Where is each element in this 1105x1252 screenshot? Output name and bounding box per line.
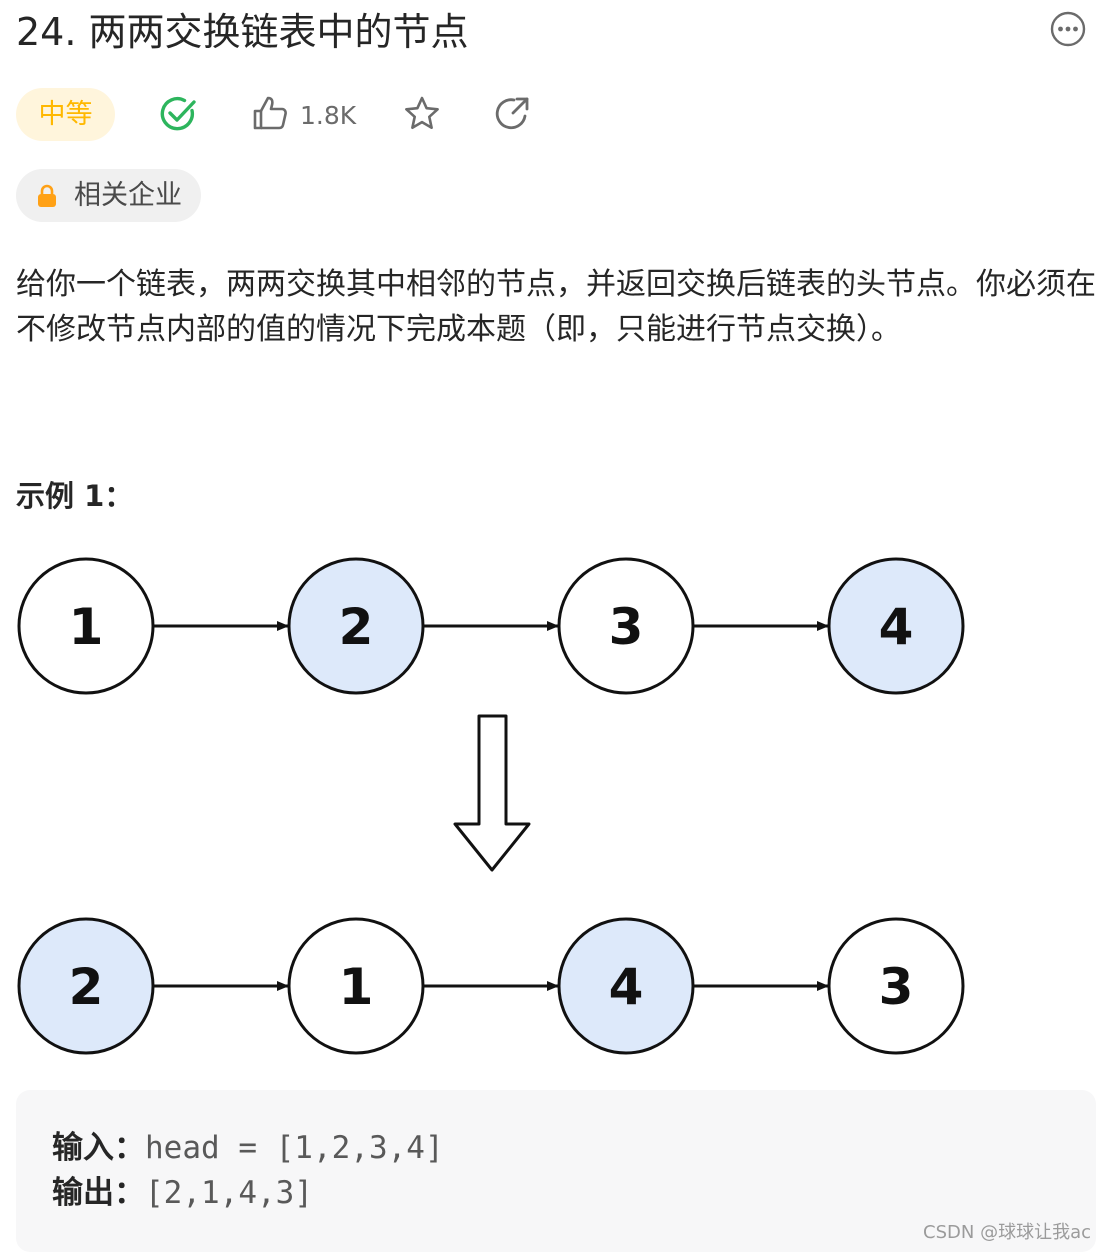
input-value: head = [1,2,3,4] (145, 1130, 444, 1166)
after-node-label: 4 (609, 958, 644, 1016)
after-list: 2 1 4 3 (17, 917, 965, 1055)
before-node-label: 1 (69, 598, 104, 656)
output-label: 输出： (52, 1175, 145, 1211)
likes-count: 1.8K (300, 101, 357, 130)
before-node-label: 2 (339, 598, 374, 656)
more-icon[interactable] (1050, 11, 1086, 47)
related-companies-label: 相关企业 (74, 180, 182, 211)
lock-icon (38, 184, 56, 207)
before-node (557, 557, 695, 695)
problem-description: 给你一个链表，两两交换其中相邻的节点，并返回交换后链表的头节点。你必须在不修改节… (16, 267, 1096, 347)
before-node-label: 4 (879, 598, 914, 656)
example-code-block: 输入：head = [1,2,3,4] 输出：[2,1,4,3] (16, 1090, 1096, 1252)
after-node-label: 1 (339, 958, 374, 1016)
after-node (17, 917, 155, 1055)
before-node (827, 557, 965, 695)
linked-list-swap-diagram: 1 2 3 4 2 1 4 3 (17, 557, 965, 1055)
down-arrow-icon (453, 714, 531, 872)
after-node-label: 3 (879, 958, 914, 1016)
problem-title: 24. 两两交换链表中的节点 (16, 10, 469, 54)
example-input-line: 输入：head = [1,2,3,4] (52, 1126, 444, 1170)
before-node-label: 3 (609, 598, 644, 656)
after-node (827, 917, 965, 1055)
input-label: 输入： (52, 1130, 145, 1166)
after-node-label: 2 (69, 958, 104, 1016)
share-icon[interactable] (492, 94, 532, 134)
after-node (287, 917, 425, 1055)
star-icon[interactable] (402, 94, 442, 134)
before-list: 1 2 3 4 (17, 557, 965, 695)
before-node (287, 557, 425, 695)
example-output-line: 输出：[2,1,4,3] (52, 1171, 313, 1215)
before-node (17, 557, 155, 695)
related-companies-chip[interactable]: 相关企业 (16, 169, 201, 222)
example-title: 示例 1： (16, 479, 134, 513)
after-node (557, 917, 695, 1055)
output-value: [2,1,4,3] (145, 1175, 313, 1211)
difficulty-badge[interactable]: 中等 (16, 88, 115, 141)
watermark: CSDN @球球让我ac (923, 1222, 1091, 1243)
solved-check-icon[interactable] (158, 94, 198, 134)
thumbs-up-icon[interactable] (251, 94, 289, 132)
